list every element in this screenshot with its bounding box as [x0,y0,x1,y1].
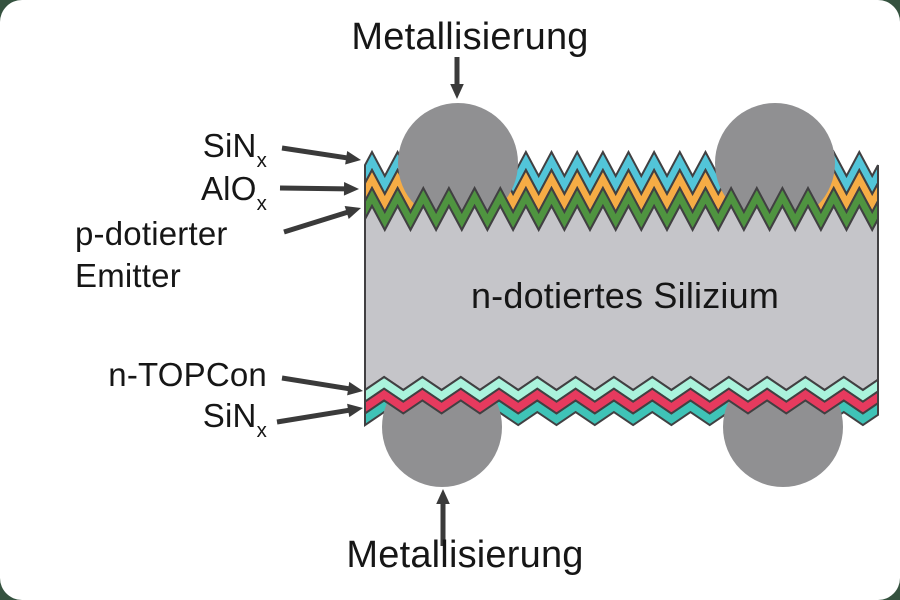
emitter-arrow-shaft [283,209,350,235]
sinx-front-subscript: x [256,149,267,173]
sinx-top-arrow-head [345,151,361,165]
alox-arrow-head [343,182,359,196]
topcon-arrow-head [347,381,363,396]
silicon-bulk-label: n-dotiertes Silizium [470,275,780,316]
metallisierung-bottom-arrow-head [436,489,450,504]
label-arrows [276,57,464,546]
alox-label: AlOx [200,170,267,216]
topcon-label: n-TOPCon [108,356,267,393]
metal-contact-top-left [398,103,518,223]
metallisierung-top-arrow-head [450,84,464,99]
alox-arrow-shaft [279,185,347,192]
sinx-rear-label: SiNx [202,397,267,443]
topcon-arrow-shaft [281,375,351,392]
sinx-rear-subscript: x [256,419,267,443]
alox-subscript: x [256,192,267,216]
topcon-layer [364,387,879,416]
sinx-front-label: SiNx [202,127,267,173]
emitter-arrow-head [344,205,361,219]
sinx-top-arrow-shaft [281,145,349,161]
top-metallisierung-label: Metallisierung [351,16,589,58]
emitter-label: p-dotierter Emitter [75,213,228,297]
sinx-bottom-arrow-head [347,403,363,418]
sinx-bottom-arrow-shaft [276,407,351,425]
emitter-label-line2: Emitter [75,257,181,294]
bottom-metallisierung-label: Metallisierung [346,534,584,576]
emitter-label-line1: p-dotierter [75,215,228,252]
